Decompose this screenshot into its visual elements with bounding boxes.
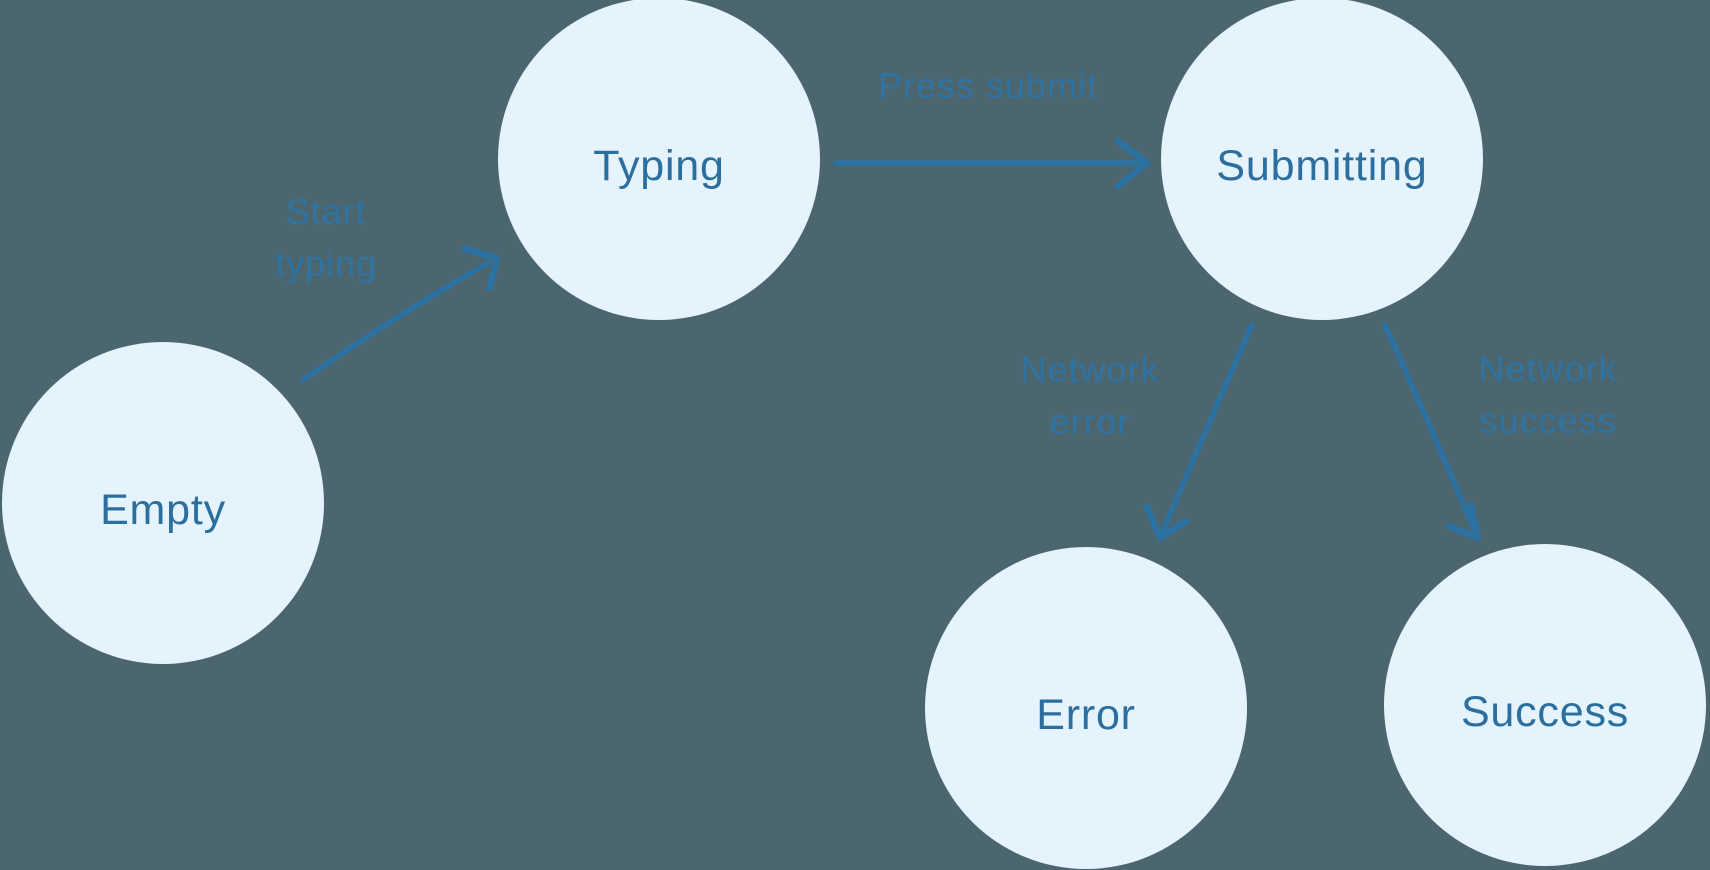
- transition-arrow-network-success: [1382, 322, 1482, 542]
- state-node-success: Success: [1384, 544, 1706, 866]
- transition-label-start-typing: Start typing: [274, 191, 378, 284]
- state-label-empty: Empty: [100, 485, 226, 534]
- state-node-empty: Empty: [2, 342, 324, 664]
- transition-label-press-submit: Press submit: [877, 65, 1099, 106]
- state-label-submitting: Submitting: [1216, 141, 1428, 190]
- state-node-typing: Typing: [498, 0, 820, 320]
- transition-arrow-network-error: [1143, 322, 1255, 542]
- transition-arrow-press-submit: [833, 137, 1151, 190]
- state-label-error: Error: [1036, 690, 1136, 739]
- state-node-error: Error: [925, 547, 1247, 869]
- state-label-success: Success: [1460, 687, 1630, 736]
- state-node-submitting: Submitting: [1161, 0, 1483, 320]
- transition-label-network-success: Network success: [1478, 348, 1618, 441]
- state-label-typing: Typing: [593, 141, 725, 190]
- transition-label-network-error: Network error: [1020, 349, 1160, 442]
